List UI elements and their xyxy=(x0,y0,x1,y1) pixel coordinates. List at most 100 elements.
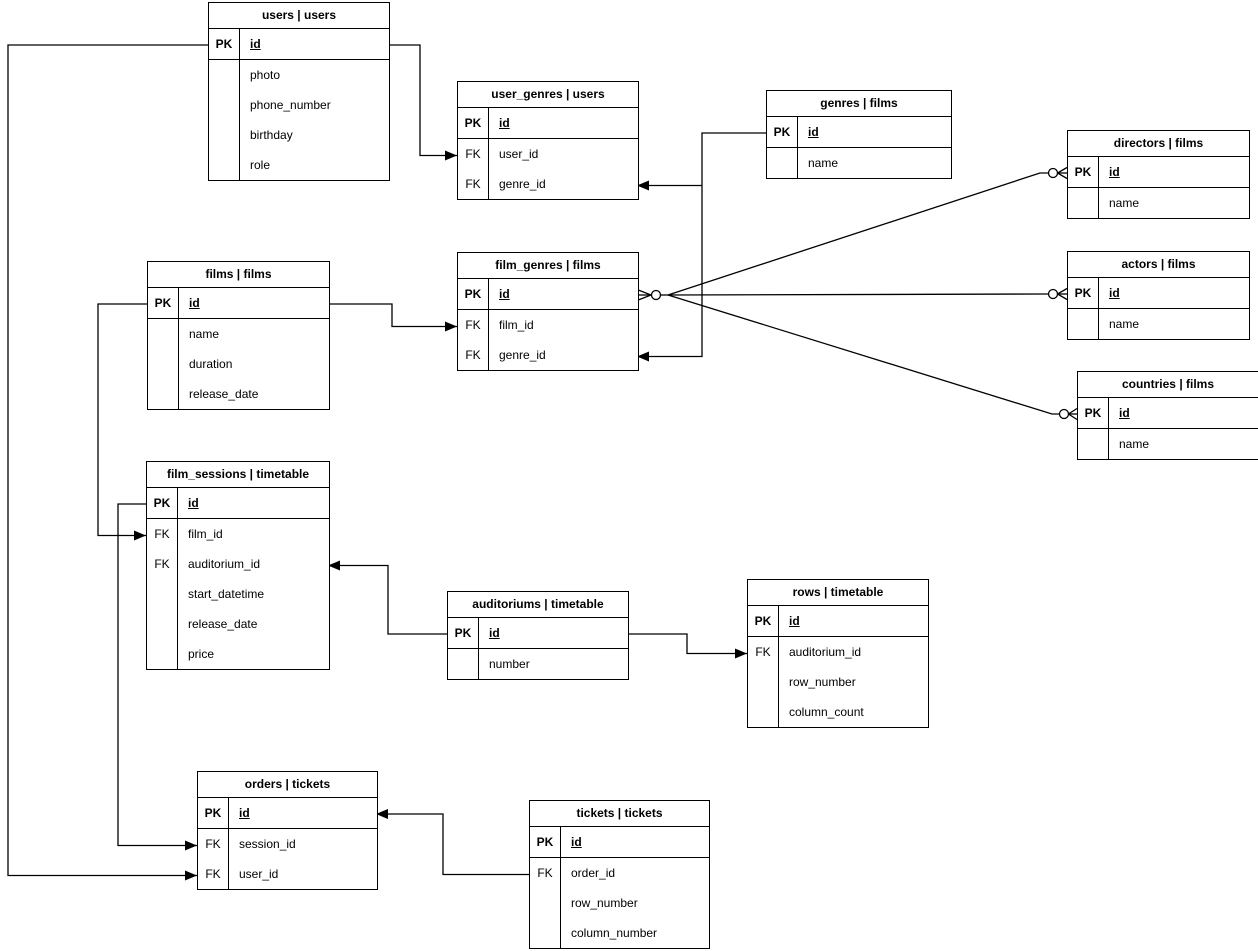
pk-key-label: PK xyxy=(530,827,561,857)
table-body: name xyxy=(767,148,951,178)
table-row: release_date xyxy=(148,379,329,409)
table-row: row_number xyxy=(530,888,709,918)
pk-field-name: id xyxy=(188,496,199,510)
field-name: session_id xyxy=(239,837,296,851)
table-body: name xyxy=(1068,188,1249,218)
rel-tickets-order_id-to-orders-id xyxy=(376,809,529,876)
field-name: release_date xyxy=(188,617,258,631)
pk-field-name: id xyxy=(239,806,250,820)
pk-field-name: id xyxy=(489,626,500,640)
fk-key-label xyxy=(209,90,240,120)
pk-key-label: PK xyxy=(1068,157,1099,187)
table-row: name xyxy=(148,319,329,349)
field-name: genre_id xyxy=(499,348,546,362)
table-title: auditoriums | timetable xyxy=(448,592,628,618)
table-row: FK order_id xyxy=(530,858,709,888)
rel-auditoriums-id-to-rows-auditorium_id xyxy=(627,633,747,659)
connector-group xyxy=(7,44,1078,881)
field-name: start_datetime xyxy=(188,587,265,601)
table-title: tickets | tickets xyxy=(530,801,709,827)
rel-film_genres-to-directors xyxy=(667,172,1049,296)
fk-key-label: FK xyxy=(458,139,489,169)
fk-key-label xyxy=(748,697,779,727)
fk-key-label: FK xyxy=(748,637,779,667)
rel-film_genres-to-countries xyxy=(667,294,1060,415)
table-row-pk: PK id xyxy=(530,827,709,858)
field-name: auditorium_id xyxy=(789,645,862,659)
fk-key-label: FK xyxy=(198,829,229,859)
table-row-pk: PK id xyxy=(1078,398,1258,429)
pk-field-name: id xyxy=(789,614,800,628)
field-name: name xyxy=(1119,437,1150,451)
table-body: number xyxy=(448,649,628,679)
table-row: duration xyxy=(148,349,329,379)
table-title: rows | timetable xyxy=(748,580,928,606)
table-row: phone_number xyxy=(209,90,389,120)
field-name: number xyxy=(489,657,530,671)
fk-key-label xyxy=(209,120,240,150)
pk-key-label: PK xyxy=(198,798,229,828)
table-title: user_genres | users xyxy=(458,82,638,108)
field-name: name xyxy=(1109,196,1140,210)
table-row: name xyxy=(1078,429,1258,459)
table-title: countries | films xyxy=(1078,372,1258,398)
field-name: birthday xyxy=(250,128,293,142)
fk-key-label xyxy=(147,609,178,639)
fk-key-label: FK xyxy=(147,519,178,549)
field-name: genre_id xyxy=(499,177,546,191)
pk-field-name: id xyxy=(189,296,200,310)
table-body: FK order_id row_number column_number xyxy=(530,858,709,948)
fk-key-label: FK xyxy=(458,340,489,370)
table-row: name xyxy=(1068,188,1249,218)
pk-key-label: PK xyxy=(448,618,479,648)
field-name: column_number xyxy=(571,926,658,940)
pk-key-label: PK xyxy=(767,117,798,147)
field-name: order_id xyxy=(571,866,616,880)
pk-key-label: PK xyxy=(748,606,779,636)
table-row-pk: PK id xyxy=(748,606,928,637)
pk-field-name: id xyxy=(571,835,582,849)
field-name: row_number xyxy=(571,896,638,910)
rel-films-id-to-film_genres-film_id xyxy=(328,303,457,332)
field-name: user_id xyxy=(239,867,279,881)
pk-field-name: id xyxy=(1119,406,1130,420)
zero-node-film_genres xyxy=(650,289,662,301)
pk-key-label: PK xyxy=(1078,398,1109,428)
pk-field-name: id xyxy=(499,287,510,301)
table-title: genres | films xyxy=(767,91,951,117)
pk-key-label: PK xyxy=(209,29,240,59)
pk-key-label: PK xyxy=(147,488,178,518)
fk-key-label xyxy=(1068,309,1099,339)
table-row: FK genre_id xyxy=(458,340,638,370)
table-row: photo xyxy=(209,60,389,90)
field-name: row_number xyxy=(789,675,856,689)
fk-key-label: FK xyxy=(530,858,561,888)
fk-key-label xyxy=(1078,429,1109,459)
rel-auditoriums-id-to-film_sessions-auditorium_id xyxy=(328,560,447,635)
rel-films-id-to-film_sessions-film_id xyxy=(97,303,147,541)
